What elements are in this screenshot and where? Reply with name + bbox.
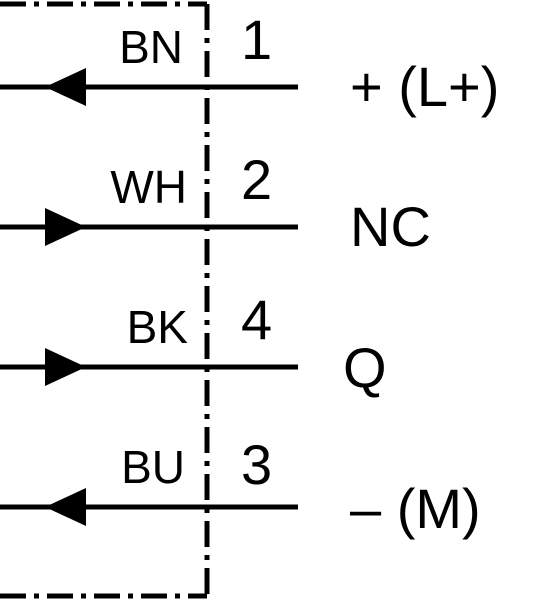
wire-color-code: BK	[127, 301, 189, 353]
wire-row-4: BU 3 – (M)	[0, 433, 481, 540]
signal-label: NC	[350, 195, 431, 258]
signal-label: Q	[343, 336, 387, 399]
wire-row-3: BK 4 Q	[0, 288, 387, 399]
arrow-right-icon	[45, 208, 86, 246]
wire-color-code: BU	[121, 441, 185, 493]
wire-color-code: WH	[110, 161, 187, 213]
housing-boundary	[0, 1, 210, 599]
wire-color-code: BN	[119, 21, 183, 73]
pin-number: 4	[241, 288, 272, 351]
signal-label: + (L+)	[350, 55, 499, 118]
pin-number: 1	[241, 8, 272, 71]
arrow-right-icon	[45, 348, 86, 386]
signal-label: – (M)	[350, 477, 481, 540]
arrow-left-icon	[45, 488, 86, 526]
arrow-left-icon	[45, 68, 86, 106]
wire-row-1: BN 1 + (L+)	[0, 8, 499, 118]
pin-number: 2	[241, 148, 272, 211]
pin-number: 3	[241, 433, 272, 496]
wire-row-2: WH 2 NC	[0, 148, 431, 258]
